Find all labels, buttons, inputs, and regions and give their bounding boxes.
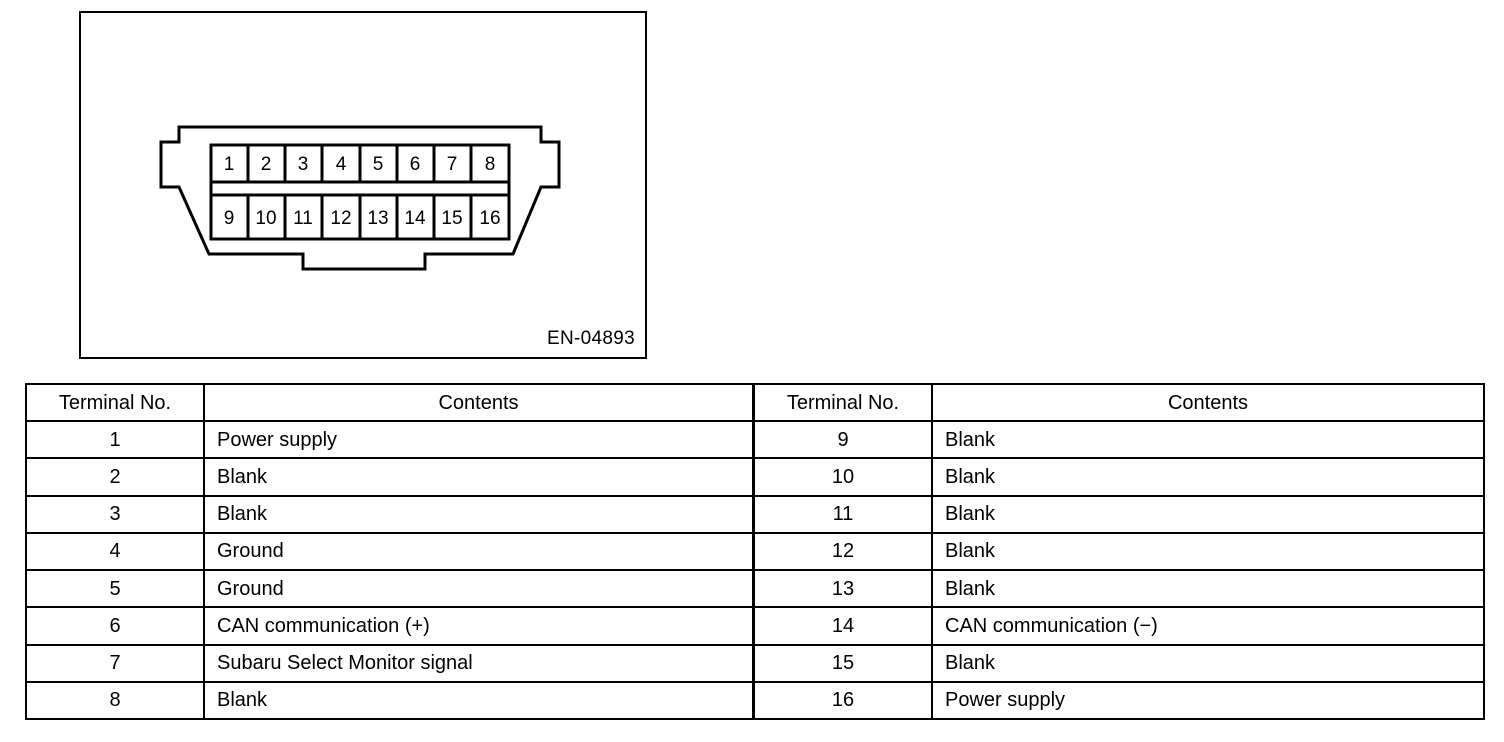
table-row: 1 Power supply (27, 422, 752, 460)
terminal-number: 10 (755, 459, 933, 495)
table-row: 16 Power supply (755, 682, 1483, 718)
table-row: 14 CAN communication (−) (755, 608, 1483, 646)
pin-label-12: 12 (330, 208, 351, 229)
terminal-contents: CAN communication (+) (217, 614, 430, 637)
terminal-number: 4 (27, 533, 205, 570)
table-row: 13 Blank (755, 571, 1483, 609)
terminal-number: 16 (755, 682, 933, 718)
terminal-number: 6 (27, 608, 205, 644)
pin-label-14: 14 (404, 208, 426, 229)
pin-label-3: 3 (298, 154, 309, 175)
terminal-number: 8 (27, 682, 205, 718)
terminal-contents: Blank (945, 466, 996, 489)
table-row: 11 Blank (755, 496, 1483, 534)
table-header-row-right: Terminal No. Contents (755, 385, 1483, 423)
obd-connector-diagram: 1 2 3 4 5 6 7 8 9 10 11 12 13 14 15 16 (153, 123, 567, 275)
terminal-contents: Blank (217, 689, 268, 712)
pin-label-13: 13 (367, 208, 388, 229)
terminal-contents: CAN communication (−) (945, 614, 1158, 637)
terminal-number: 3 (27, 496, 205, 532)
terminal-contents: Power supply (217, 428, 338, 451)
terminal-number: 15 (755, 645, 933, 681)
terminal-number: 1 (27, 422, 205, 458)
pin-label-2: 2 (261, 154, 272, 175)
terminal-number: 12 (755, 533, 933, 570)
terminal-number: 7 (27, 645, 205, 681)
pin-label-7: 7 (447, 154, 458, 175)
pin-label-6: 6 (410, 154, 421, 175)
table-row: 8 Blank (27, 682, 752, 718)
terminal-contents: Blank (945, 652, 996, 675)
pin-label-16: 16 (479, 208, 500, 229)
terminal-contents: Blank (945, 503, 996, 526)
terminal-contents: Subaru Select Monitor signal (217, 652, 473, 675)
header-contents-right: Contents (1167, 391, 1249, 414)
table-row: 15 Blank (755, 645, 1483, 683)
header-terminal-no-right: Terminal No. (755, 385, 933, 421)
pin-label-5: 5 (373, 154, 384, 175)
table-row: 5 Ground (27, 571, 752, 609)
pin-label-10: 10 (255, 208, 276, 229)
terminal-number: 13 (755, 571, 933, 607)
table-row: 12 Blank (755, 533, 1483, 572)
figure-code-label: EN-04893 (547, 328, 635, 349)
pin-label-11: 11 (293, 208, 313, 229)
terminal-contents: Power supply (945, 689, 1066, 712)
table-header-row-left: Terminal No. Contents (27, 385, 752, 423)
connector-figure-panel: 1 2 3 4 5 6 7 8 9 10 11 12 13 14 15 16 E… (79, 11, 647, 359)
terminal-contents: Blank (217, 466, 268, 489)
terminal-contents: Ground (217, 540, 284, 563)
header-terminal-no-left: Terminal No. (27, 385, 205, 421)
pin-label-9: 9 (224, 208, 235, 229)
table-row: 2 Blank (27, 459, 752, 497)
terminal-contents: Blank (217, 503, 268, 526)
table-row: 10 Blank (755, 459, 1483, 497)
terminal-assignment-table: Terminal No. Contents 1 Power supply 2 B… (25, 383, 1485, 720)
terminal-number: 5 (27, 571, 205, 607)
terminal-contents: Ground (217, 577, 284, 600)
terminal-number: 11 (755, 496, 933, 532)
terminal-number: 14 (755, 608, 933, 644)
connector-outline-svg: 1 2 3 4 5 6 7 8 9 10 11 12 13 14 15 16 (159, 125, 561, 271)
table-row: 7 Subaru Select Monitor signal (27, 645, 752, 683)
pin-label-8: 8 (485, 154, 496, 175)
table-half-right: Terminal No. Contents 9 Blank 10 Blank 1… (755, 385, 1483, 718)
table-row: 9 Blank (755, 422, 1483, 460)
pin-label-1: 1 (224, 154, 235, 175)
table-half-left: Terminal No. Contents 1 Power supply 2 B… (27, 385, 755, 718)
pin-label-4: 4 (336, 154, 347, 175)
terminal-contents: Blank (945, 577, 996, 600)
table-row: 4 Ground (27, 533, 752, 572)
terminal-number: 9 (755, 422, 933, 458)
header-contents-left: Contents (438, 391, 519, 414)
terminal-number: 2 (27, 459, 205, 495)
terminal-contents: Blank (945, 428, 996, 451)
table-row: 3 Blank (27, 496, 752, 534)
pin-label-15: 15 (441, 208, 462, 229)
table-row: 6 CAN communication (+) (27, 608, 752, 646)
terminal-contents: Blank (945, 540, 996, 563)
